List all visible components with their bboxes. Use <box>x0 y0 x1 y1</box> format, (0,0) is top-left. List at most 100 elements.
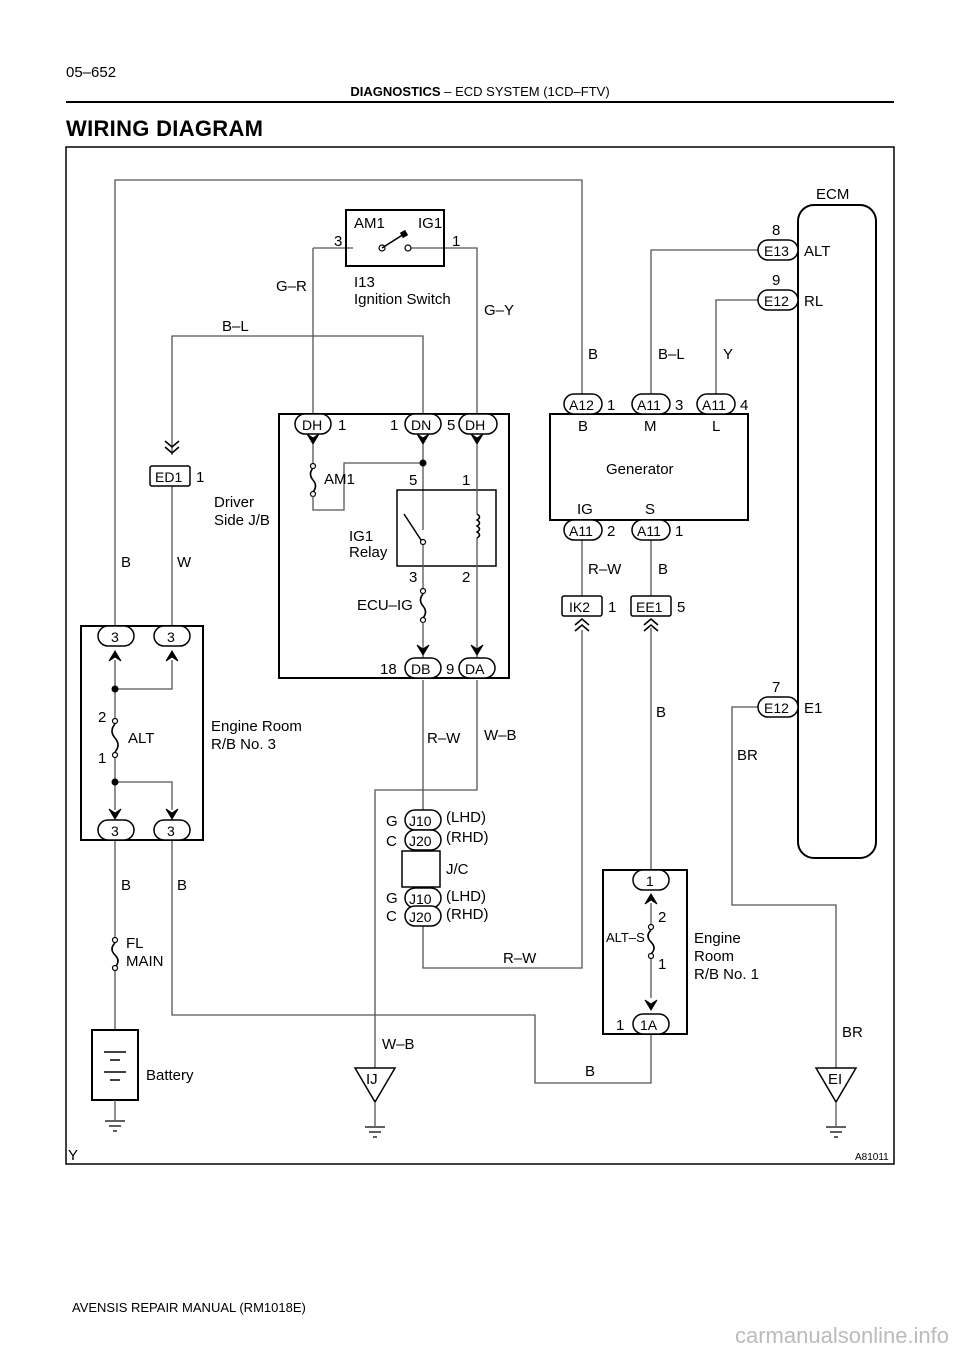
wire-y: Y <box>723 346 733 363</box>
generator-label: Generator <box>606 461 674 478</box>
gen-pin-1-top: 1 <box>607 397 615 414</box>
wire-b-top: B <box>588 346 598 363</box>
wire-b-bottom: B <box>585 1063 595 1080</box>
ground-ei: EI <box>814 1067 858 1138</box>
wire-br-bottom: BR <box>842 1024 863 1041</box>
junction-connector: J10 J20 G C (LHD) (RHD) J/C J10 J20 G C … <box>386 809 489 927</box>
jb-pin-db: 18 <box>380 661 397 678</box>
rb1-label-2: Room <box>694 948 734 965</box>
rb1-conn-1a: 1A <box>640 1017 658 1033</box>
watermark: carmanualsonline.info <box>735 1323 950 1348</box>
conn-ik2: IK2 <box>569 599 590 615</box>
relay-label-2: Relay <box>349 544 388 561</box>
rb1-fuse-pin1: 1 <box>658 956 666 973</box>
gen-pin-4: 4 <box>740 397 748 414</box>
engine-room-rb3: 3 3 2 1 ALT 3 3 Engine Room R/B No. 3 <box>80 625 302 841</box>
conn-ee1: EE1 <box>636 599 663 615</box>
rb3-conn-tl: 3 <box>111 629 119 645</box>
conn-ik2-pin: 1 <box>608 599 616 616</box>
jb-conn-db: DB <box>411 661 430 677</box>
subsection-name: ECD SYSTEM (1CD–FTV) <box>455 84 610 99</box>
battery-label: Battery <box>146 1067 194 1084</box>
gen-conn-a11-s: A11 <box>637 523 661 539</box>
gen-term-ig: IG <box>577 501 593 518</box>
jc-rhd-top: (RHD) <box>446 829 489 846</box>
ecm-pin-7: 7 <box>772 679 780 696</box>
fl-main-label-1: FL <box>126 935 144 952</box>
diagram-frame <box>65 146 895 1165</box>
jc-c-bottom: C <box>386 908 397 925</box>
wire-wb-da: W–B <box>484 727 517 744</box>
rb1-label-3: R/B No. 1 <box>694 966 759 983</box>
gen-conn-a11-m: A11 <box>637 397 661 413</box>
relay-pin2: 2 <box>462 569 470 586</box>
jb-conn-dh-left: DH <box>302 417 322 433</box>
rb1-fuse-pin2: 2 <box>658 909 666 926</box>
jb-conn-dh-right: DH <box>465 417 485 433</box>
jb-pin-dh-right: 5 <box>447 417 455 434</box>
wire-br-e1: BR <box>737 747 758 764</box>
jc-rhd-bottom: (RHD) <box>446 906 489 923</box>
ecm-pin-alt: ALT <box>804 243 830 260</box>
jc-j10-top: J10 <box>409 813 432 829</box>
rb3-fuse-pin2: 2 <box>98 709 106 726</box>
jc-j20-top: J20 <box>409 833 432 849</box>
gen-pin-3: 3 <box>675 397 683 414</box>
jc-lhd-bottom: (LHD) <box>446 888 486 905</box>
section-separator: – <box>444 84 452 99</box>
jc-j20-bottom: J20 <box>409 909 432 925</box>
inline-connectors: ED1 1 IK2 1 EE1 5 <box>149 440 685 632</box>
wire-bl: B–L <box>222 318 249 335</box>
rb3-conn-br: 3 <box>167 823 175 839</box>
ecm-pin-8: 8 <box>772 222 780 239</box>
ecm-conn-e12-rl: E12 <box>764 293 789 309</box>
rb1-pin-bottom: 1 <box>616 1017 624 1034</box>
conn-ee1-pin: 5 <box>677 599 685 616</box>
jb-conn-dn: DN <box>411 417 431 433</box>
figure-id: A81011 <box>855 1152 889 1163</box>
ig-sw-pin1: 1 <box>452 233 460 250</box>
page-title: WIRING DIAGRAM <box>66 116 264 141</box>
relay-pin5: 5 <box>409 472 417 489</box>
wire-wb-bottom: W–B <box>382 1036 415 1053</box>
ecm-pin-e1: E1 <box>804 700 822 717</box>
wire-b-gen: B <box>658 561 668 578</box>
battery: Battery <box>91 1029 194 1132</box>
jb-pin-dn: 1 <box>390 417 398 434</box>
rb3-fuse-pin1: 1 <box>98 750 106 767</box>
rb1-label-1: Engine <box>694 930 741 947</box>
gen-conn-a12: A12 <box>569 397 594 413</box>
header-rule <box>66 101 894 103</box>
ground-ij: IJ <box>353 1067 397 1138</box>
wire-b-ee1: B <box>656 704 666 721</box>
wires <box>114 179 837 1084</box>
jc-g-top: G <box>386 813 398 830</box>
corner-mark: Y <box>68 1147 78 1164</box>
gen-pin-1-bottom: 1 <box>675 523 683 540</box>
fl-main-fuse: FL MAIN <box>111 935 164 972</box>
generator: Generator A12 1 B A11 3 M A11 4 L A11 2 … <box>549 393 749 541</box>
section-header: DIAGNOSTICS – ECD SYSTEM (1CD–FTV) <box>66 84 894 99</box>
ig-sw-code: I13 <box>354 274 375 291</box>
conn-ed1-pin: 1 <box>196 469 204 486</box>
ground-ei-label: EI <box>828 1071 842 1088</box>
ig-sw-am1: AM1 <box>354 215 385 232</box>
wire-bl-gen: B–L <box>658 346 685 363</box>
gen-term-m: M <box>644 418 657 435</box>
relay-pin3: 3 <box>409 569 417 586</box>
engine-room-rb1: 1 2 1 ALT–S 1A 1 Engine Room R/B No. 1 <box>602 869 759 1035</box>
rb3-label-2: R/B No. 3 <box>211 736 276 753</box>
wire-w-left: W <box>177 554 192 571</box>
gen-term-b: B <box>578 418 588 435</box>
section-name: DIAGNOSTICS <box>350 84 441 99</box>
gen-term-l: L <box>712 418 720 435</box>
footer-manual: AVENSIS REPAIR MANUAL (RM1018E) <box>72 1300 306 1315</box>
wire-labels: G–R G–Y B–L B B–L Y B W R–W B R–W W–B B … <box>121 278 863 1080</box>
ig-sw-pin3: 3 <box>334 233 342 250</box>
ecm-label: ECM <box>816 186 849 203</box>
wire-rw-db: R–W <box>427 730 461 747</box>
ecm-conn-e12-e1: E12 <box>764 700 789 716</box>
wire-gr: G–R <box>276 278 307 295</box>
ignition-switch: AM1 IG1 3 1 I13 Ignition Switch <box>334 209 460 308</box>
